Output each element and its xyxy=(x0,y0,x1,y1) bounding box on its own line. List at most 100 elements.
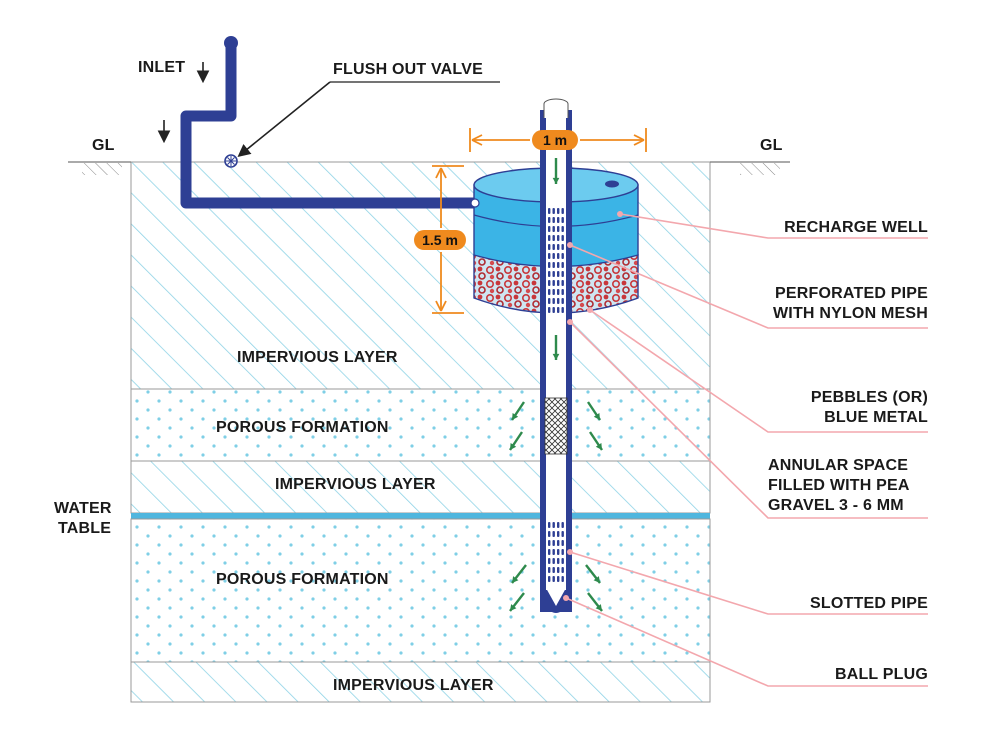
perforation-slot xyxy=(552,244,555,250)
perforation-slot xyxy=(552,280,555,286)
slotted-pipe-slot xyxy=(561,567,564,573)
flow-arrow-head xyxy=(593,413,600,420)
perforation-slot xyxy=(548,217,551,223)
flow-arrows xyxy=(509,158,603,612)
perforation-slot xyxy=(557,298,560,304)
ball-plug-label: BALL PLUG xyxy=(834,666,928,683)
pipe-tip xyxy=(546,588,566,606)
perforation-slot xyxy=(548,253,551,259)
perforation-slot xyxy=(552,208,555,214)
flow-arrow-head xyxy=(510,604,517,611)
perforation-slot xyxy=(552,289,555,295)
flow-arrow-icon xyxy=(511,564,527,584)
slotted-pipe-slot xyxy=(548,567,551,573)
perforation-slot xyxy=(557,208,560,214)
slotted-pipe-slot xyxy=(561,576,564,582)
perforated-section-bg xyxy=(546,205,566,313)
flow-arrow-icon xyxy=(511,401,525,421)
slotted-pipe-slot xyxy=(548,531,551,537)
slotted-pipe-slot xyxy=(552,540,555,546)
perforation-slot xyxy=(552,298,555,304)
perforation-slot xyxy=(548,226,551,232)
slotted-pipe-slots xyxy=(548,522,564,582)
slotted-pipe-slot xyxy=(557,549,560,555)
perforation-slot xyxy=(552,235,555,241)
perforation-slot xyxy=(561,244,564,250)
slotted-pipe-slot xyxy=(552,567,555,573)
perforation-slot xyxy=(557,235,560,241)
porous-formation-label-2: POROUS FORMATION xyxy=(216,571,389,588)
perforation-slot xyxy=(548,307,551,313)
flush-out-valve-label: FLUSH OUT VALVE xyxy=(333,61,483,78)
slotted-pipe-slot xyxy=(557,567,560,573)
well-lid-icon xyxy=(605,180,619,188)
dimension-width xyxy=(469,128,647,152)
perforation-slot xyxy=(557,226,560,232)
slotted-pipe-slot xyxy=(561,522,564,528)
slotted-pipe-slot xyxy=(557,576,560,582)
pebbles-label-2: BLUE METAL xyxy=(824,409,928,426)
perforation-slot xyxy=(552,262,555,268)
slotted-pipe-slot xyxy=(552,531,555,537)
perforation-slot xyxy=(557,262,560,268)
slotted-pipe-slot xyxy=(552,576,555,582)
perforation-slot xyxy=(561,253,564,259)
annular-space-label-3: GRAVEL 3 - 6 MM xyxy=(768,497,904,514)
slotted-pipe-slot xyxy=(552,549,555,555)
flow-arrow-head xyxy=(512,576,519,583)
perforation-slot xyxy=(561,280,564,286)
water-table-label-1: WATER xyxy=(54,500,112,517)
leader-ball-plug xyxy=(565,597,928,687)
leader-annular-space xyxy=(569,321,928,519)
dimension-width-label: 1 m xyxy=(532,130,578,150)
dimension-height-label: 1.5 m xyxy=(414,230,466,250)
flow-arrow-head xyxy=(593,576,600,583)
perforation-slot xyxy=(561,262,564,268)
water-table-label-2: TABLE xyxy=(58,520,112,537)
inlet-pipe xyxy=(180,38,480,209)
perforation-slot xyxy=(557,217,560,223)
ground-hatch-left xyxy=(82,163,122,175)
ground-hatch-right xyxy=(740,163,780,175)
inlet-label: INLET xyxy=(138,59,186,76)
perforation-slot xyxy=(557,280,560,286)
perforation-slot xyxy=(548,298,551,304)
annular-space-label-2: FILLED WITH PEA xyxy=(768,477,910,494)
flow-arrow-icon xyxy=(552,335,560,360)
perforation-slot xyxy=(561,298,564,304)
slotted-pipe-slot xyxy=(557,540,560,546)
slotted-pipe-slot xyxy=(557,558,560,564)
slotted-pipe-slot xyxy=(548,558,551,564)
perforation-slot xyxy=(548,244,551,250)
impervious-layer-label-3: IMPERVIOUS LAYER xyxy=(333,677,494,694)
leader-perforated-pipe xyxy=(569,244,928,329)
perforation-slot xyxy=(557,289,560,295)
impervious-layer-middle xyxy=(130,460,711,514)
flush-valve-leader xyxy=(237,81,331,158)
perforation-slot xyxy=(548,208,551,214)
leader-lines xyxy=(565,213,928,687)
porous-formation-label-1: POROUS FORMATION xyxy=(216,419,389,436)
flow-arrow-head xyxy=(595,604,602,611)
slotted-pipe-slot xyxy=(561,558,564,564)
perforation-slot xyxy=(557,244,560,250)
flow-arrow-icon xyxy=(509,431,523,451)
nylon-mesh-section xyxy=(544,397,568,455)
perforated-pipe-label-1: PERFORATED PIPE xyxy=(775,285,928,302)
pebbles-label-1: PEBBLES (OR) xyxy=(810,389,928,406)
slotted-pipe-slot xyxy=(557,531,560,537)
perforation-slot xyxy=(557,307,560,313)
impervious-layer-bottom xyxy=(130,661,711,703)
impervious-layer-label-1: IMPERVIOUS LAYER xyxy=(237,349,398,366)
perforation-slot xyxy=(552,271,555,277)
leader-slotted-pipe xyxy=(569,551,928,615)
perforation-slot xyxy=(548,271,551,277)
slotted-pipe-slot xyxy=(552,522,555,528)
slotted-pipe-slot xyxy=(561,531,564,537)
perforation-slot xyxy=(548,280,551,286)
leader-recharge-well xyxy=(619,213,928,239)
flow-arrow-icon xyxy=(587,401,601,421)
perforation-slot xyxy=(552,253,555,259)
flow-arrow-icon xyxy=(589,431,603,451)
